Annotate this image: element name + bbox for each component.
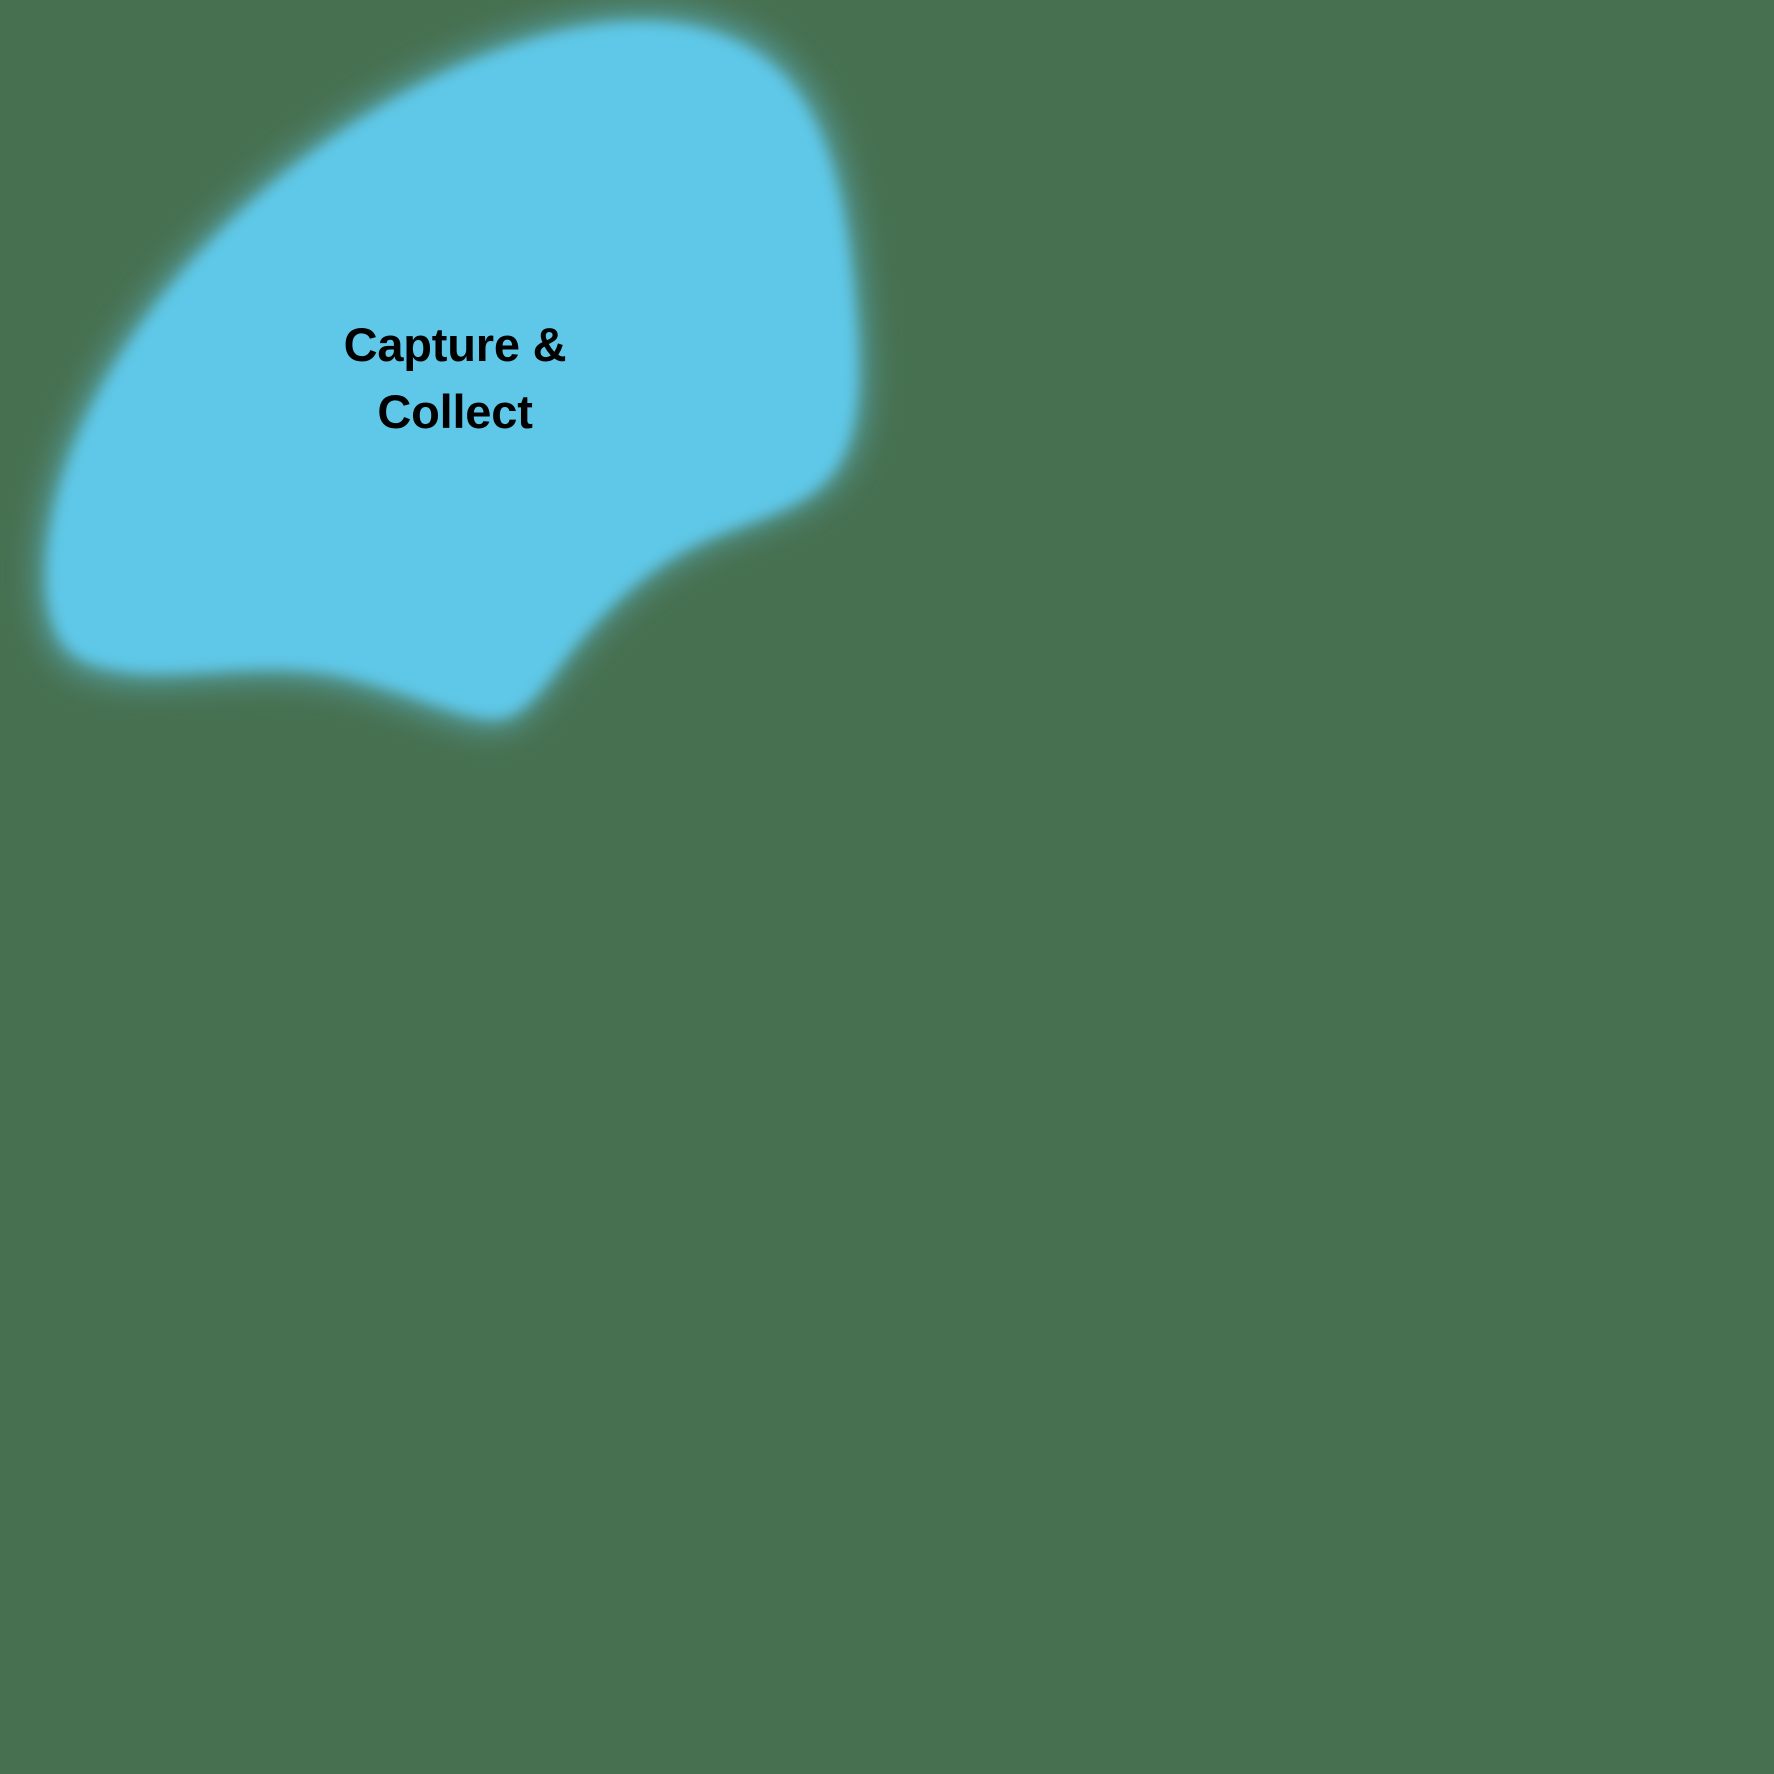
blob-body	[46, 22, 858, 719]
